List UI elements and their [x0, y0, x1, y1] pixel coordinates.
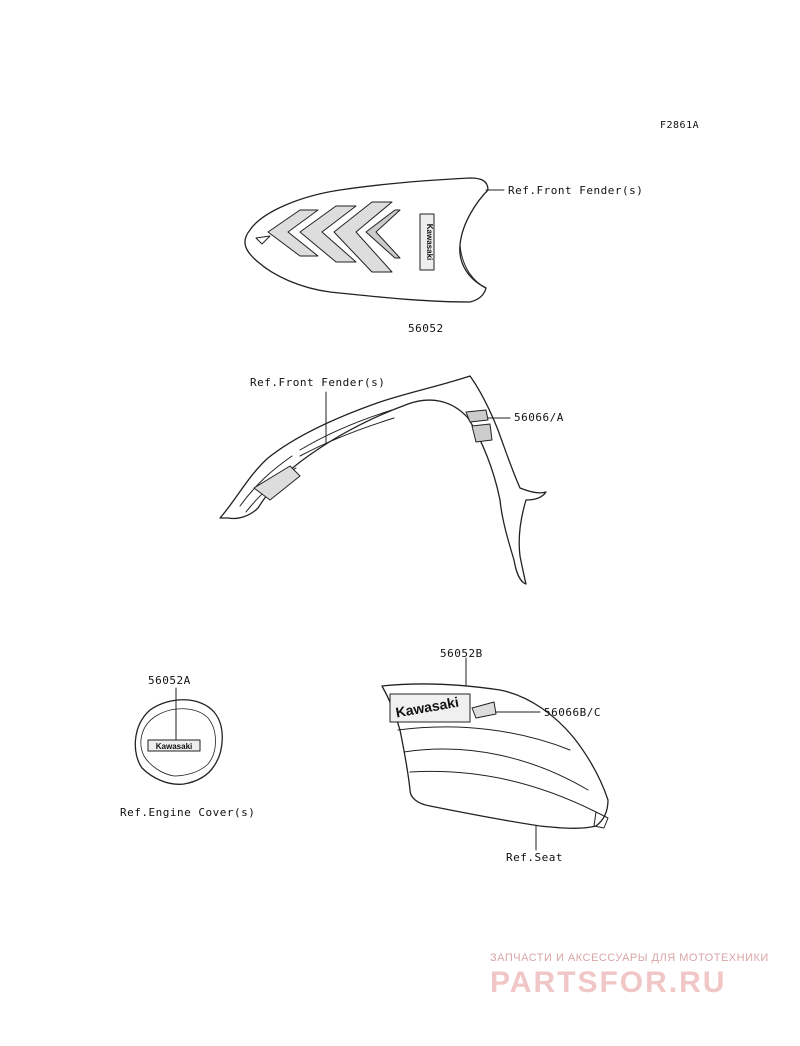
label-part-56066bc: 56066B/C [544, 706, 601, 719]
label-part-56052a: 56052A [148, 674, 191, 687]
watermark-tagline: ЗАПЧАСТИ И АКСЕССУАРЫ ДЛЯ МОТОТЕХНИКИ [490, 952, 769, 964]
label-part-56052: 56052 [408, 322, 444, 335]
watermark-brand: PARTSFOR.RU [490, 966, 727, 999]
front-fender-side-view [219, 375, 547, 585]
side-cover [381, 657, 609, 851]
label-part-56052b: 56052B [440, 647, 483, 660]
fender-top-logo: Kawasaki [425, 224, 434, 260]
label-ref-seat: Ref.Seat [506, 851, 563, 864]
label-ref-front-fender-top: Ref.Front Fender(s) [508, 184, 644, 197]
engine-cover [134, 687, 223, 785]
label-ref-engine-cover: Ref.Engine Cover(s) [120, 806, 256, 819]
label-ref-front-fender-side: Ref.Front Fender(s) [250, 376, 386, 389]
front-fender-top-view [244, 177, 505, 303]
diagram-code: F2861A [660, 120, 700, 131]
engine-cover-logo: Kawasaki [156, 742, 192, 751]
label-part-56066a: 56066/A [514, 411, 564, 424]
